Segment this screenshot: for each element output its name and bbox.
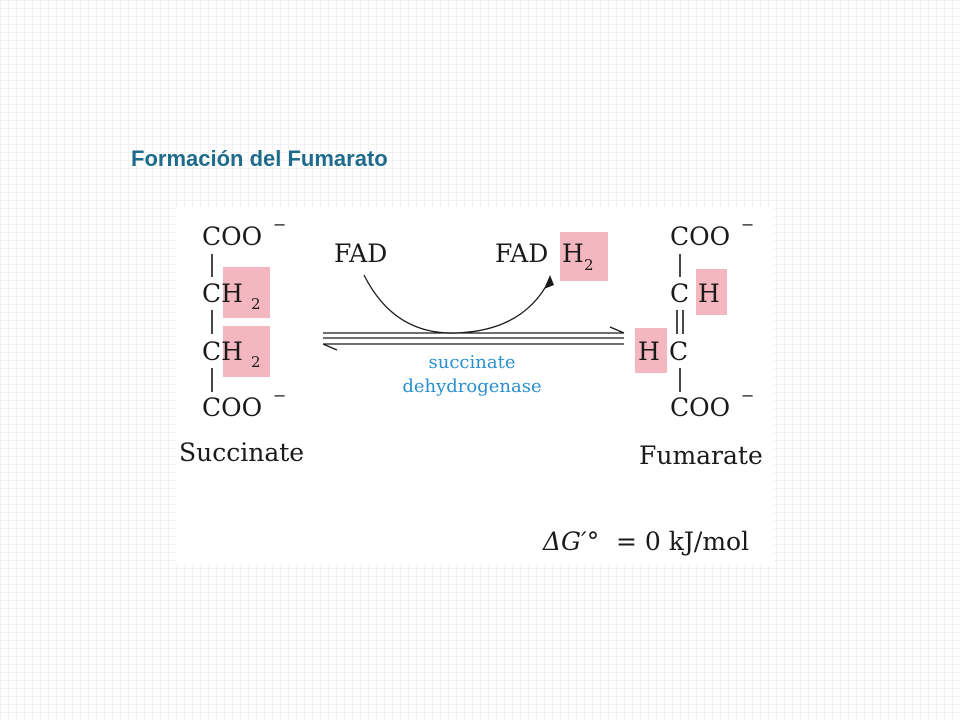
- succinate-top-charge: −: [273, 215, 286, 234]
- succinate-h2-highlight-2: [223, 326, 270, 377]
- succinate-label: Succinate: [179, 438, 304, 467]
- fumarate-label: Fumarate: [639, 441, 763, 470]
- fumarate-hc-c: C: [669, 337, 688, 366]
- fumarate-top-group: COO: [670, 222, 730, 251]
- succinate-top-group: COO: [202, 222, 262, 251]
- succinate-ch-2-sub: 2: [251, 353, 261, 371]
- cofactor-curved-arrow: [363, 274, 551, 334]
- succinate-bottom-charge: −: [273, 386, 286, 405]
- fumarate-ch-h: H: [698, 279, 720, 308]
- enzyme-name-line1: succinate: [429, 352, 516, 373]
- fumarate-h-highlight-2: [635, 328, 667, 373]
- succinate-ch-2: CH: [202, 337, 243, 366]
- fumarate-ch-c: C: [670, 279, 689, 308]
- succinate-h2-highlight-1: [223, 267, 270, 318]
- succinate-ch-1: CH: [202, 279, 243, 308]
- fadh2-sub: 2: [584, 256, 594, 274]
- fumarate-top-charge: −: [741, 215, 754, 234]
- fumarate-h-highlight-1: [696, 269, 727, 315]
- fadh2-label: FAD: [495, 239, 548, 268]
- reverse-arrowhead: [322, 343, 338, 351]
- reaction-diagram: COO − CH 2 CH 2 COO − Succinate FAD FAD …: [176, 207, 774, 566]
- forward-arrowhead: [609, 326, 625, 334]
- succinate-ch-1-sub: 2: [251, 295, 261, 313]
- cofactor-arrowhead: [544, 275, 554, 289]
- fad-label: FAD: [334, 239, 387, 268]
- slide-title: Formación del Fumarato: [131, 146, 388, 171]
- fumarate-bottom-group: COO: [670, 393, 730, 422]
- succinate-bottom-group: COO: [202, 393, 262, 422]
- reaction-svg: COO − CH 2 CH 2 COO − Succinate FAD FAD …: [179, 215, 763, 556]
- fumarate-hc-h: H: [638, 337, 660, 366]
- fadh2-h: H: [562, 239, 584, 268]
- fadh2-h2-highlight: [560, 232, 608, 281]
- fumarate-bottom-charge: −: [741, 386, 754, 405]
- delta-g-symbol: ΔG′°: [542, 527, 599, 556]
- enzyme-name-line2: dehydrogenase: [402, 376, 541, 397]
- delta-g-value: = 0 kJ/mol: [616, 527, 749, 556]
